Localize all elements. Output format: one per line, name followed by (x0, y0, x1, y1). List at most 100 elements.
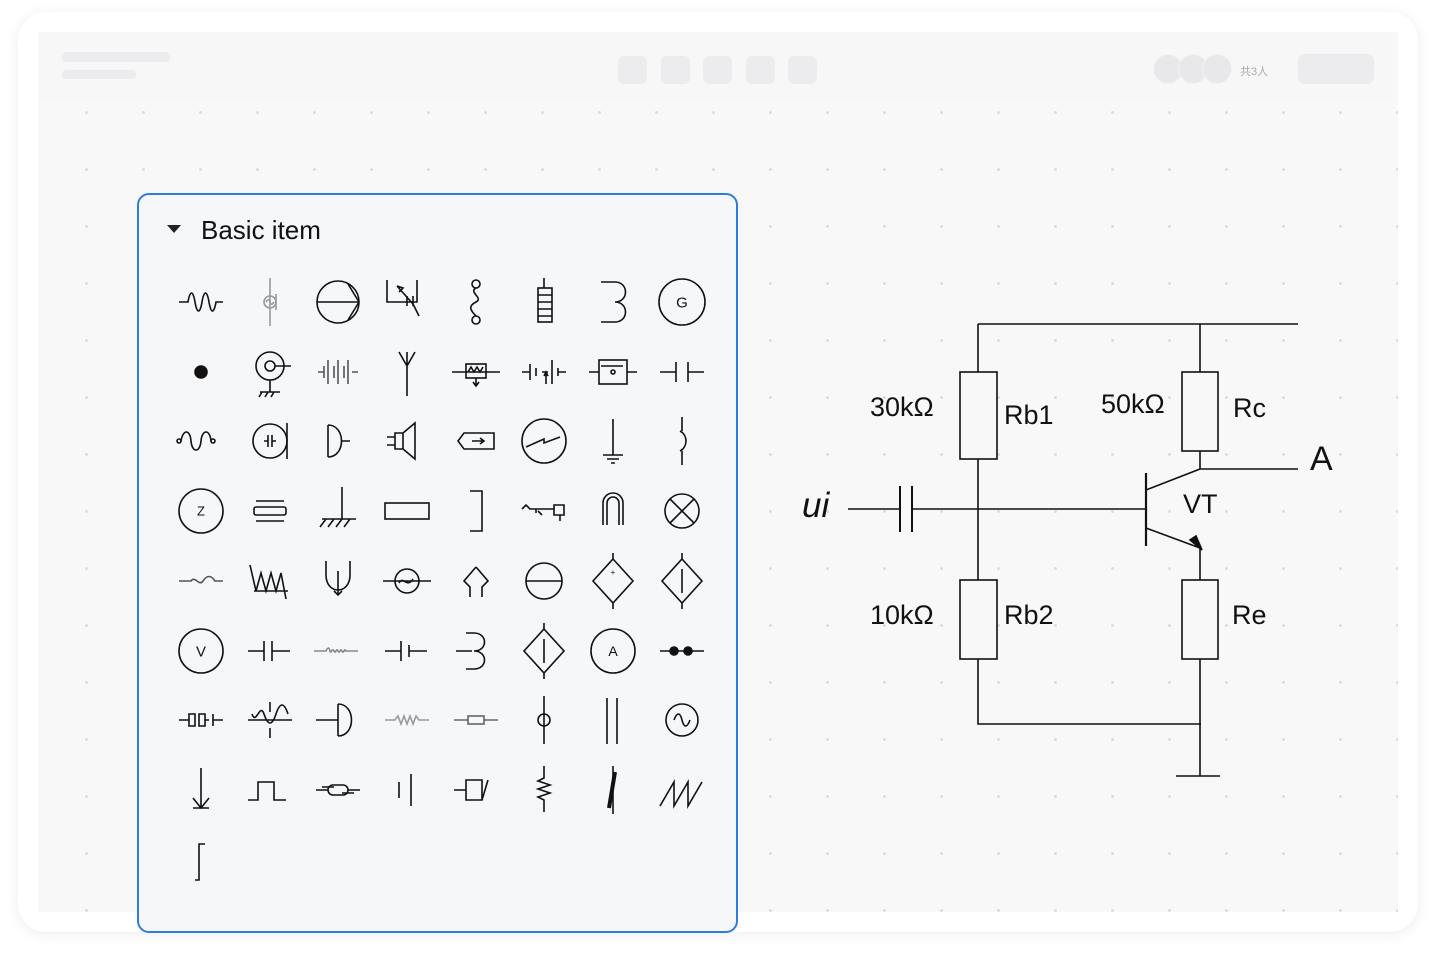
symbol-capacitor-3-icon[interactable] (377, 621, 437, 681)
symbol-sine-terminals-icon[interactable] (171, 411, 231, 471)
svg-text:Z: Z (197, 504, 205, 519)
symbol-chassis-ground-icon[interactable] (308, 481, 368, 541)
subtitle-skeleton (62, 70, 136, 79)
symbol-speaker-icon[interactable] (377, 411, 437, 471)
input-label: ui (802, 486, 830, 525)
symbol-circle-vertical-icon[interactable] (514, 690, 574, 750)
symbol-generator-g-icon[interactable]: G (652, 272, 712, 332)
collapse-caret-icon[interactable] (167, 225, 181, 233)
symbol-multi-cell-battery-icon[interactable] (308, 342, 368, 402)
symbol-vertical-resistor-icon[interactable] (514, 760, 574, 820)
symbol-half-circle-icon[interactable] (308, 411, 368, 471)
svg-text:+: + (611, 568, 616, 577)
symbol-rectangle-resistor-icon[interactable] (377, 481, 437, 541)
symbol-fuse-oval-icon[interactable] (308, 760, 368, 820)
symbol-crossed-coil-icon[interactable] (240, 690, 300, 750)
rc-label: Rc (1233, 393, 1266, 423)
symbol-ammeter-icon[interactable]: A (583, 621, 643, 681)
panel-title[interactable]: Basic item (201, 215, 321, 245)
symbol-meter-zigzag-icon[interactable] (514, 411, 574, 471)
symbol-resistor-wave-icon[interactable] (171, 272, 231, 332)
symbol-diamond-arrow-icon[interactable] (514, 621, 574, 681)
resistor-rb2 (959, 579, 998, 660)
symbol-pulse-icon[interactable] (240, 760, 300, 820)
symbol-two-dots-icon[interactable] (652, 621, 712, 681)
symbol-impedance-z-icon[interactable]: Z (171, 481, 231, 541)
svg-text:A: A (608, 643, 618, 659)
symbol-battery-tap-icon[interactable] (514, 342, 574, 402)
symbol-stacked-plates-icon[interactable] (240, 481, 300, 541)
symbol-diamond-lamp-icon[interactable] (446, 551, 506, 611)
member-count: 共3人 (1240, 66, 1269, 78)
symbol-ac-sine-icon[interactable] (652, 690, 712, 750)
symbol-bracket-3-icon[interactable] (583, 272, 643, 332)
title-skeleton (62, 52, 170, 62)
share-button[interactable] (1298, 54, 1374, 84)
symbol-rect-line-icon[interactable] (446, 690, 506, 750)
symbol-battery-stack-icon[interactable] (514, 272, 574, 332)
symbol-relay-icon[interactable] (514, 481, 574, 541)
symbol-u-arrow-icon[interactable] (308, 551, 368, 611)
symbol-inductor-light-icon[interactable] (308, 621, 368, 681)
symbol-hook-3-icon[interactable] (446, 621, 506, 681)
symbol-lamp-x-icon[interactable] (652, 481, 712, 541)
symbol-sawtooth-icon[interactable] (652, 760, 712, 820)
symbol-coil-s-icon[interactable] (446, 272, 506, 332)
symbol-capacitor-2-icon[interactable] (240, 621, 300, 681)
symbol-fuse-rects-icon[interactable] (171, 690, 231, 750)
symbol-integral-bracket-icon[interactable] (171, 830, 231, 890)
symbol-antenna-icon[interactable] (377, 342, 437, 402)
toolbar-button[interactable] (788, 56, 817, 84)
toolbar-button[interactable] (661, 56, 690, 84)
symbol-bracket-close-icon[interactable] (446, 481, 506, 541)
symbol-switch-box-icon[interactable] (583, 342, 643, 402)
toolbar-button[interactable] (618, 56, 647, 84)
symbol-circle-source-icon[interactable] (377, 551, 437, 611)
symbol-rect-slash-icon[interactable] (446, 760, 506, 820)
rc-value: 50kΩ (1101, 389, 1165, 419)
resistor-rb1 (959, 371, 998, 460)
emitter-arrow-icon (1188, 534, 1203, 551)
symbol-diamond-voltage-source-icon[interactable]: + (583, 551, 643, 611)
symbol-coil-w-icon[interactable] (240, 551, 300, 611)
resistor-rc (1181, 371, 1219, 452)
avatar[interactable] (1202, 54, 1232, 84)
symbol-thick-slash-icon[interactable] (583, 760, 643, 820)
symbol-bracket-curve-icon[interactable] (652, 411, 712, 471)
symbol-plate-bar-icon[interactable] (377, 760, 437, 820)
wires (848, 323, 1298, 777)
symbol-resistor-light-icon[interactable] (377, 690, 437, 750)
output-label: A (1310, 440, 1333, 478)
symbol-pump-icon[interactable] (308, 272, 368, 332)
symbol-diamond-current-source-icon[interactable] (652, 551, 712, 611)
symbol-coax-ground-icon[interactable] (240, 342, 300, 402)
rb1-label: Rb1 (1004, 400, 1054, 430)
symbol-ground-icon[interactable] (583, 411, 643, 471)
toolbar-button[interactable] (746, 56, 775, 84)
svg-text:V: V (196, 643, 206, 660)
symbol-capacitor-icon[interactable] (652, 342, 712, 402)
symbol-variable-capacitor-icon[interactable] (377, 272, 437, 332)
transistor-label: VT (1183, 489, 1218, 519)
symbol-half-circle-2-icon[interactable] (308, 690, 368, 750)
symbol-arrow-down-icon[interactable] (171, 760, 231, 820)
symbol-library-panel: Basic item G Z + V A (137, 193, 738, 933)
symbol-tag-arrow-icon[interactable] (446, 411, 506, 471)
symbol-double-bar-icon[interactable] (583, 690, 643, 750)
rb2-label: Rb2 (1004, 600, 1054, 630)
resistor-re (1181, 579, 1219, 660)
rb2-value: 10kΩ (870, 600, 934, 630)
toolbar-button[interactable] (703, 56, 732, 84)
rb1-value: 30kΩ (870, 392, 934, 422)
symbol-magnet-icon[interactable] (583, 481, 643, 541)
symbol-voltmeter-icon[interactable]: V (171, 621, 231, 681)
symbol-thermistor-icon[interactable] (446, 342, 506, 402)
symbol-circle-capacitor-icon[interactable] (240, 411, 300, 471)
symbol-circle-line-icon[interactable] (514, 551, 574, 611)
svg-text:G: G (676, 294, 688, 311)
symbol-ac-source-icon[interactable] (240, 272, 300, 332)
input-capacitor (899, 486, 913, 532)
symbol-loop-wire-icon[interactable] (171, 551, 231, 611)
symbol-junction-dot-icon[interactable] (171, 342, 231, 402)
